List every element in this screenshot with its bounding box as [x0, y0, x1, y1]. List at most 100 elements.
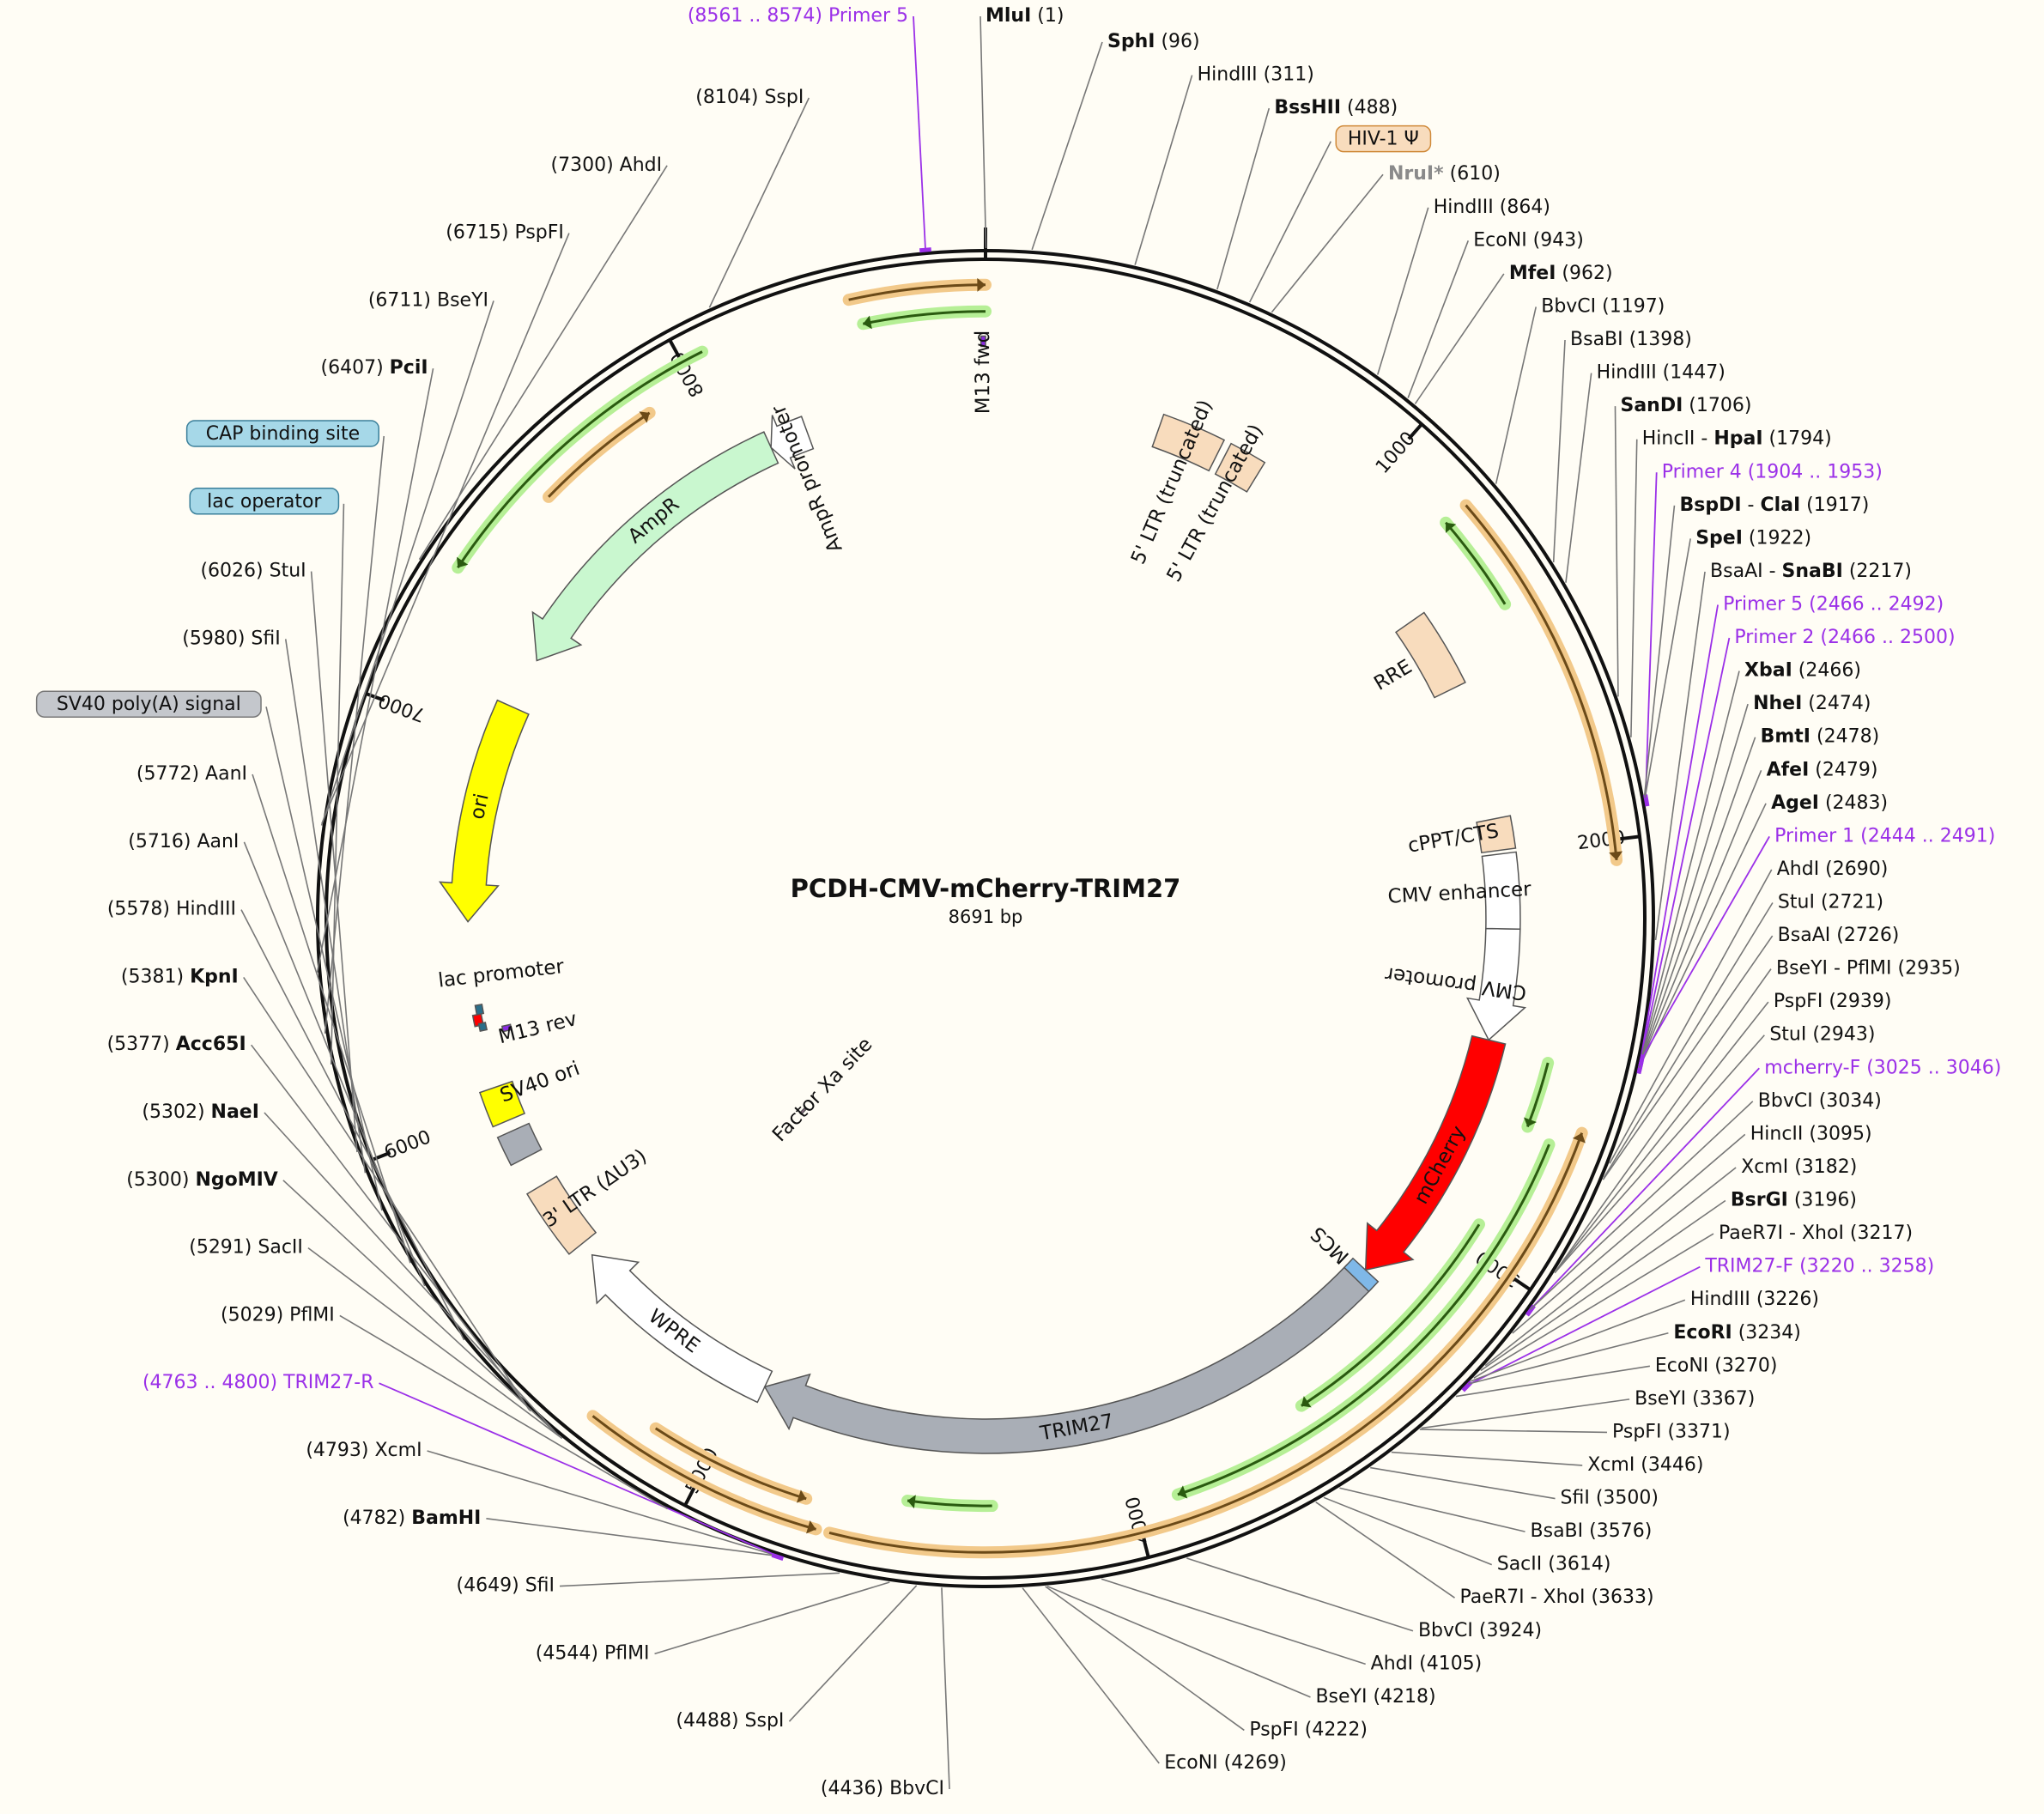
ruler-tick-label: 6000 — [381, 1126, 434, 1164]
feature-label-ori: ori — [466, 792, 494, 822]
site-label: (4488) SspI — [676, 1710, 784, 1732]
site-label-part: SnaBI — [1782, 561, 1843, 582]
site-label: HincII (3095) — [1750, 1123, 1872, 1144]
site-label-part: HindIII (864) — [1434, 197, 1550, 218]
feature-m13-fwd — [980, 335, 986, 348]
site-label: (5772) AanI — [136, 763, 247, 785]
feature-mcherry — [1364, 1034, 1507, 1271]
orf-arrowhead — [1177, 1485, 1188, 1499]
site-callout-line — [1512, 1133, 1746, 1334]
site-label-part: (6715) PspFI — [446, 222, 564, 244]
site-label: (8561 .. 8574) Primer 5 — [688, 5, 908, 27]
site-label-part: BssHII — [1274, 97, 1341, 118]
feature-callout-box — [185, 420, 379, 447]
site-label-part: PspFI (4222) — [1249, 1719, 1368, 1740]
site-label: (5300) NgoMIV — [126, 1169, 278, 1191]
site-callout-line — [1471, 1299, 1686, 1382]
feature-ori — [438, 699, 530, 923]
site-callout-line — [1630, 439, 1638, 737]
feature-mcs — [1343, 1257, 1380, 1293]
site-label: BsrGI (3196) — [1731, 1190, 1857, 1211]
site-label-part: (7300) AhdI — [551, 155, 663, 176]
site-label-part: (4436) BbvCI — [821, 1778, 944, 1799]
feature-callout-box — [189, 488, 340, 515]
site-callout-line — [1101, 1578, 1366, 1665]
site-label: Primer 1 (2444 .. 2491) — [1774, 825, 1995, 846]
site-callout-line — [1323, 1496, 1493, 1566]
site-callout-line — [1639, 604, 1719, 1066]
site-label-part: (4793) XcmI — [306, 1440, 422, 1461]
site-label: EcoNI (4269) — [1164, 1752, 1287, 1774]
site-label: BseYI (4218) — [1315, 1686, 1435, 1708]
site-label: mcherry-F (3025 .. 3046) — [1764, 1057, 2001, 1078]
site-label-part: SfiI (3500) — [1561, 1488, 1659, 1509]
site-callout-line — [1045, 1586, 1245, 1732]
ruler-tick — [1513, 1277, 1531, 1291]
site-label-part: BbvCI (3034) — [1758, 1090, 1882, 1112]
site-label-part: - — [1742, 494, 1761, 516]
site-label-part: BmtI — [1761, 726, 1810, 748]
site-label: (6407) PciI — [321, 357, 428, 379]
site-callout-line — [1565, 373, 1592, 583]
feature-ampr — [531, 431, 779, 662]
site-label: XbaI (2466) — [1744, 660, 1861, 682]
orf-line — [1301, 1223, 1481, 1407]
site-callout-line — [1639, 703, 1749, 1064]
site-callout-line — [1638, 637, 1731, 1068]
site-label-part: NgoMIV — [195, 1169, 277, 1191]
site-label: EcoRI (3234) — [1673, 1322, 1800, 1344]
site-callout-line — [1480, 1199, 1726, 1372]
site-label-part: (3234) — [1732, 1322, 1801, 1344]
site-label-part: BseYI - PflMI (2935) — [1776, 958, 1961, 980]
site-callout-line — [1467, 1332, 1669, 1385]
site-callout-line — [316, 368, 434, 973]
orf-line — [457, 350, 703, 569]
site-label-part: (610) — [1444, 163, 1501, 185]
site-label: AhdI (4105) — [1371, 1653, 1483, 1674]
feature-wpre — [591, 1253, 773, 1404]
backbone-inner-ring — [324, 258, 1647, 1580]
site-label-part: MluI — [986, 5, 1031, 27]
site-label-part: (6407) — [321, 357, 390, 379]
site-label-part: (2217) — [1843, 561, 1912, 582]
feature-rre — [1395, 611, 1466, 699]
site-callout-line — [1644, 472, 1658, 801]
feature-callout-label: SV40 poly(A) signal — [57, 694, 241, 715]
site-label-part: BsrGI — [1731, 1190, 1788, 1211]
site-label-part: (4488) SspI — [676, 1710, 784, 1732]
site-callout-line — [941, 1587, 950, 1790]
feature-sv40-ori — [478, 1080, 526, 1128]
feature-cppt-cts — [1476, 815, 1517, 854]
site-callout-line — [1271, 173, 1384, 313]
site-callout-line — [339, 1314, 668, 1510]
site-callout-line — [1407, 240, 1470, 398]
site-callout-line — [1414, 273, 1505, 404]
site-label: BseYI - PflMI (2935) — [1776, 958, 1961, 980]
site-callout-line — [980, 15, 987, 249]
site-label: PaeR7I - XhoI (3633) — [1460, 1586, 1654, 1608]
orf-arrowhead — [907, 1495, 916, 1509]
site-label: SacII (3614) — [1497, 1554, 1611, 1575]
feature-3-ltr-u3 — [525, 1175, 597, 1255]
site-label-part: XcmI (3182) — [1741, 1156, 1857, 1178]
site-label: XcmI (3182) — [1741, 1156, 1857, 1178]
site-callout-line — [321, 233, 570, 824]
site-label: SphI (96) — [1107, 31, 1200, 52]
site-callout-line — [1554, 1034, 1765, 1274]
site-label: (5377) Acc65I — [107, 1034, 246, 1055]
site-label-part: XbaI — [1744, 660, 1792, 682]
feature-label-m13-fwd: M13 fwd — [972, 331, 994, 415]
site-label: (5029) PflMI — [221, 1304, 335, 1326]
site-label-part: (5302) — [142, 1101, 210, 1123]
site-label-part: AfeI — [1767, 759, 1810, 780]
feature-label-ampr-promoter: AmpR promoter — [767, 401, 847, 555]
orf-line — [547, 411, 651, 498]
site-callout-line — [1391, 1451, 1583, 1466]
site-label-part: StuI (2721) — [1778, 892, 1883, 913]
site-callout-line — [265, 707, 383, 1211]
feature-cmv-promoter — [1465, 927, 1527, 1041]
site-callout-line — [427, 1450, 773, 1556]
plasmid-title: PCDH-CMV-mCherry-TRIM27 — [791, 874, 1181, 903]
